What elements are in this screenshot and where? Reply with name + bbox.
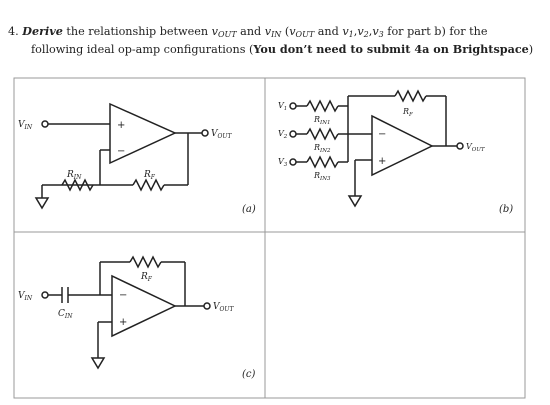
panel-c-cin-label: CIN — [58, 309, 73, 320]
panel-c-vin-terminal — [41, 291, 49, 299]
panel-c-minus: − — [119, 290, 127, 301]
panel-a-rin-label: RIN — [66, 170, 82, 181]
panel-a-rin-resistor — [61, 178, 94, 192]
panel-c-labels: − + VIN CIN RF VOUT (c) — [18, 272, 256, 380]
panel-b-rin3-label: RIN3 — [313, 171, 331, 182]
panel-b-circuit — [289, 89, 464, 208]
panel-b-label: (b) — [499, 204, 513, 215]
panel-a-vin-terminal — [41, 120, 49, 128]
question-text-a: the relationship between — [66, 25, 209, 38]
panel-b-plus: + — [378, 156, 386, 167]
panel-grid — [13, 77, 526, 399]
panel-c-rf-resistor — [129, 255, 162, 269]
panel-b-rin3-resistor — [306, 155, 339, 169]
v3-subscript: 3 — [378, 30, 384, 39]
paren-open: ( — [284, 25, 290, 38]
panel-b-rf-label: RF — [402, 107, 413, 118]
vout-subscript-2: OUT — [295, 30, 315, 39]
panel-c-circuit — [41, 255, 211, 370]
panel-b-minus: − — [378, 129, 386, 140]
panel-c-vout-terminal — [203, 302, 211, 310]
panel-a-rf-resistor — [132, 178, 165, 192]
vin-subscript: IN — [271, 30, 282, 39]
panel-c-rf-label: RF — [140, 272, 153, 283]
v2-subscript: 2 — [363, 30, 369, 39]
panel-b-rin1-resistor — [306, 99, 339, 113]
panel-c-ground-symbol — [90, 357, 106, 370]
panel-a-vout-label: VOUT — [211, 129, 232, 140]
grid-outline — [13, 77, 526, 399]
and-text-2: and — [317, 25, 339, 38]
panel-c-opamp — [111, 274, 177, 338]
question-line-1: 4. Derive the relationship between vOUT … — [8, 24, 488, 39]
panel-b-rf-resistor — [394, 89, 427, 103]
vout-subscript: OUT — [217, 30, 237, 39]
panel-b-opamp — [371, 114, 434, 177]
vout-symbol: v — [211, 25, 218, 38]
panel-c-plus: + — [119, 317, 127, 328]
submission-note: You don’t need to submit 4a on Brightspa… — [253, 42, 529, 56]
panel-b-v3-terminal — [289, 158, 297, 166]
panel-b-rin1-label: RIN1 — [313, 115, 331, 126]
question-text: 4. Derive the relationship between vOUT … — [8, 24, 546, 57]
v2-symbol: v — [357, 25, 364, 38]
question-verb: Derive — [22, 24, 63, 38]
question-text-b: for part b) for the — [387, 25, 488, 38]
panel-b-v3-label: V3 — [278, 157, 288, 168]
panel-a-circuit — [34, 102, 209, 210]
panel-b-ground-symbol — [347, 195, 363, 208]
panel-b-v2-terminal — [289, 130, 297, 138]
and-text: and — [240, 25, 262, 38]
panel-b-vout-label: VOUT — [466, 142, 485, 153]
panel-b-rin2-label: RIN2 — [313, 143, 331, 154]
panel-b-rin2-resistor — [306, 127, 339, 141]
panel-b-vout-terminal — [456, 142, 464, 150]
panel-a-ground-symbol — [34, 197, 50, 210]
question-line-2: following ideal op-amp configurations (Y… — [8, 42, 546, 57]
question-line2-text: following ideal op-amp configurations ( — [31, 43, 254, 56]
v1-subscript: 1 — [348, 30, 354, 39]
panel-c-vin-label: VIN — [18, 291, 33, 302]
panel-a-labels: + − VIN VOUT RIN RF (a) — [18, 120, 256, 215]
vin-symbol: v — [264, 25, 272, 38]
v3-symbol: v — [372, 25, 379, 38]
panel-a-label: (a) — [242, 204, 256, 215]
panel-a-opamp — [109, 102, 177, 165]
panel-a-plus: + — [117, 120, 125, 131]
v1-symbol: v — [342, 25, 349, 38]
panel-b-labels: − + V1 V2 V3 RIN1 RIN2 RIN3 RF VOUT (b) — [278, 101, 513, 215]
panel-a-vout-terminal — [201, 129, 209, 137]
panel-a-rf-label: RF — [143, 170, 156, 181]
panel-c-label: (c) — [242, 369, 256, 380]
panel-a-vin-label: VIN — [18, 120, 33, 131]
paren-close: ) — [528, 43, 534, 56]
panel-b-v1-terminal — [289, 102, 297, 110]
vout-symbol-2: v — [289, 25, 296, 38]
panel-a-minus: − — [117, 146, 125, 157]
panel-b-v2-label: V2 — [278, 129, 288, 140]
panel-c-vout-label: VOUT — [213, 302, 234, 313]
question-number: 4. — [8, 25, 19, 38]
panel-b-v1-label: V1 — [278, 101, 287, 112]
